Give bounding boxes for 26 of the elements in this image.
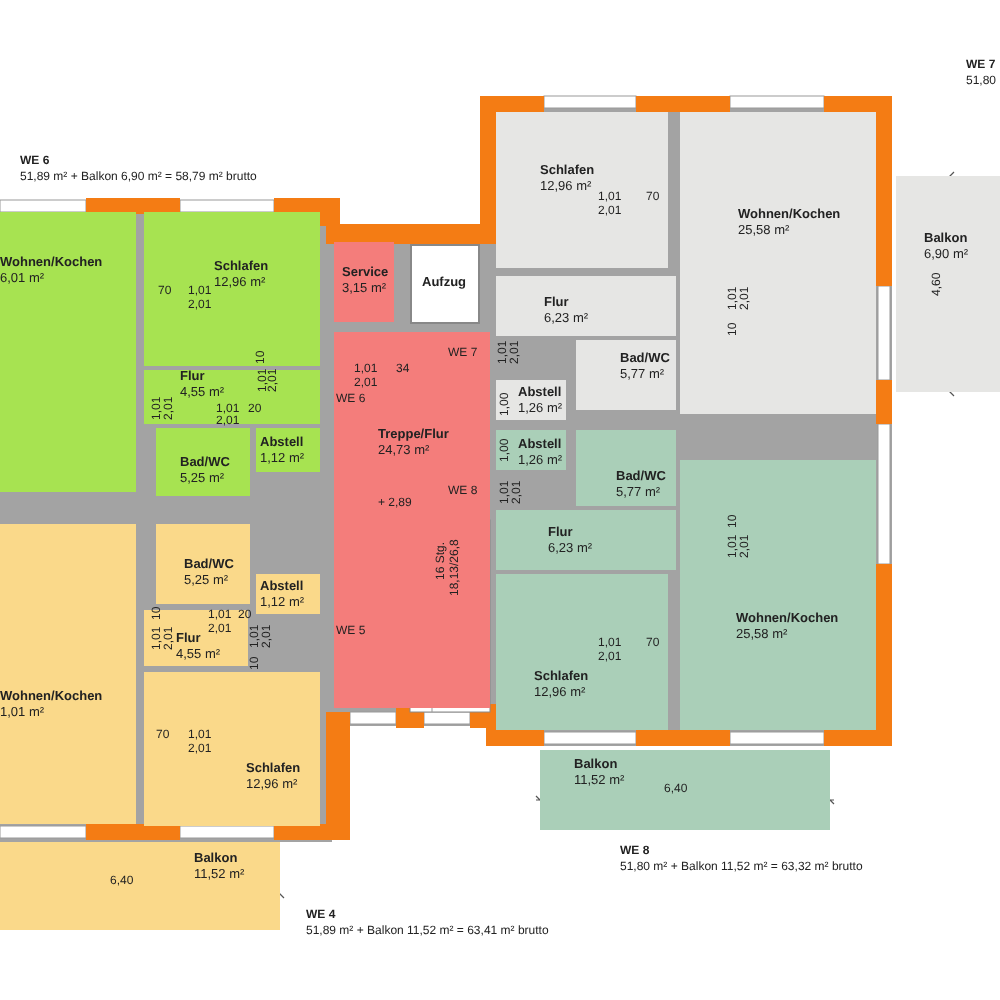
room-area: [256, 428, 320, 472]
room-area: [144, 212, 320, 366]
room-area: [256, 574, 320, 614]
room-area: [496, 430, 566, 470]
room-area: [156, 524, 250, 604]
room-area: [144, 672, 320, 826]
room-area: [496, 510, 676, 570]
room-area: [576, 340, 676, 410]
room-area: [144, 610, 248, 666]
room-area: [156, 428, 250, 496]
room-area: [680, 112, 876, 414]
balcony-area: [540, 750, 830, 830]
room-area: [0, 524, 136, 824]
balcony-area: [896, 176, 1000, 392]
room-area: [334, 332, 490, 708]
room-area: [496, 112, 668, 268]
room-area: [334, 242, 394, 322]
room-area: [576, 430, 676, 506]
balcony-area: [0, 842, 280, 930]
room-area: [680, 460, 876, 730]
room-area: [496, 276, 676, 336]
room-area: [0, 212, 136, 492]
room-area: [144, 370, 320, 424]
room-area: [496, 380, 566, 420]
room-area: [496, 574, 668, 730]
elevator-shaft: [410, 244, 480, 324]
